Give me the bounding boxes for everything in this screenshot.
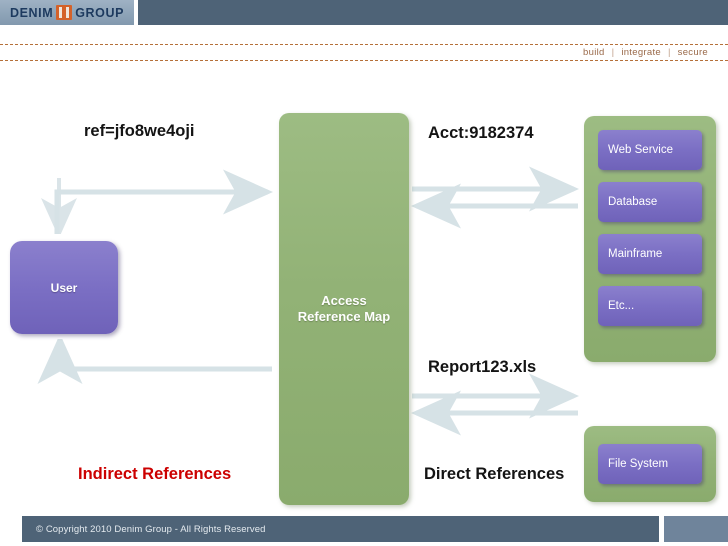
tagline-secure: secure — [677, 47, 708, 58]
account-reference-value: Acct:9182374 — [428, 124, 534, 142]
footer-bar: © Copyright 2010 Denim Group - All Right… — [22, 516, 659, 542]
footer-accent-block — [664, 516, 728, 542]
node-file-system-label: File System — [608, 458, 669, 470]
node-mainframe[interactable]: Mainframe — [598, 234, 702, 274]
node-web-service-label: Web Service — [608, 144, 673, 156]
tagline-row: build | integrate | secure — [0, 44, 728, 66]
denim-group-mark-icon — [56, 5, 73, 20]
header-bar — [138, 0, 728, 25]
diagram-area: ref=jfo8we4oji Acct:9182374 Report123.xl… — [0, 66, 728, 506]
node-access-reference-map[interactable]: Access Reference Map — [279, 113, 409, 505]
node-web-service[interactable]: Web Service — [598, 130, 702, 170]
tagline-separator-1: | — [611, 47, 615, 58]
copyright-text: © Copyright 2010 Denim Group - All Right… — [36, 523, 266, 535]
slide-footer: © Copyright 2010 Denim Group - All Right… — [0, 506, 728, 546]
slide-header: DENIM GROUP — [0, 0, 728, 25]
node-access-reference-map-label: Access Reference Map — [297, 293, 391, 324]
node-database-label: Database — [608, 196, 658, 208]
report-reference-value: Report123.xls — [428, 358, 537, 376]
node-mainframe-label: Mainframe — [608, 248, 663, 260]
legend-indirect-references: Indirect References — [78, 465, 232, 483]
node-user[interactable]: User — [10, 241, 118, 334]
denim-group-logo: DENIM GROUP — [10, 5, 124, 20]
logo-word-denim: DENIM — [9, 5, 54, 20]
tagline-separator-2: | — [667, 47, 671, 58]
arrow-user-to-arm — [57, 169, 273, 234]
logo-plate: DENIM GROUP — [0, 0, 134, 25]
indirect-reference-value: ref=jfo8we4oji — [84, 122, 195, 140]
legend-direct-references: Direct References — [424, 465, 565, 483]
node-file-system[interactable]: File System — [598, 444, 702, 484]
file-system-group: File System — [584, 426, 716, 502]
node-etc[interactable]: Etc... — [598, 286, 702, 326]
backend-systems-group: Web Service Database Mainframe Etc... — [584, 116, 716, 362]
node-user-label: User — [50, 280, 78, 295]
tagline-integrate: integrate — [621, 47, 661, 58]
arrow-arm-to-user — [60, 339, 272, 369]
node-etc-label: Etc... — [608, 300, 635, 312]
logo-word-group: GROUP — [75, 5, 125, 20]
dashed-rule-bottom — [0, 60, 728, 61]
arrow-arm-to-filesystem — [411, 373, 579, 436]
tagline: build | integrate | secure — [575, 47, 714, 58]
arrow-arm-to-systems — [411, 166, 579, 229]
node-database[interactable]: Database — [598, 182, 702, 222]
dashed-rule-top — [0, 44, 728, 45]
tagline-build: build — [583, 47, 605, 58]
